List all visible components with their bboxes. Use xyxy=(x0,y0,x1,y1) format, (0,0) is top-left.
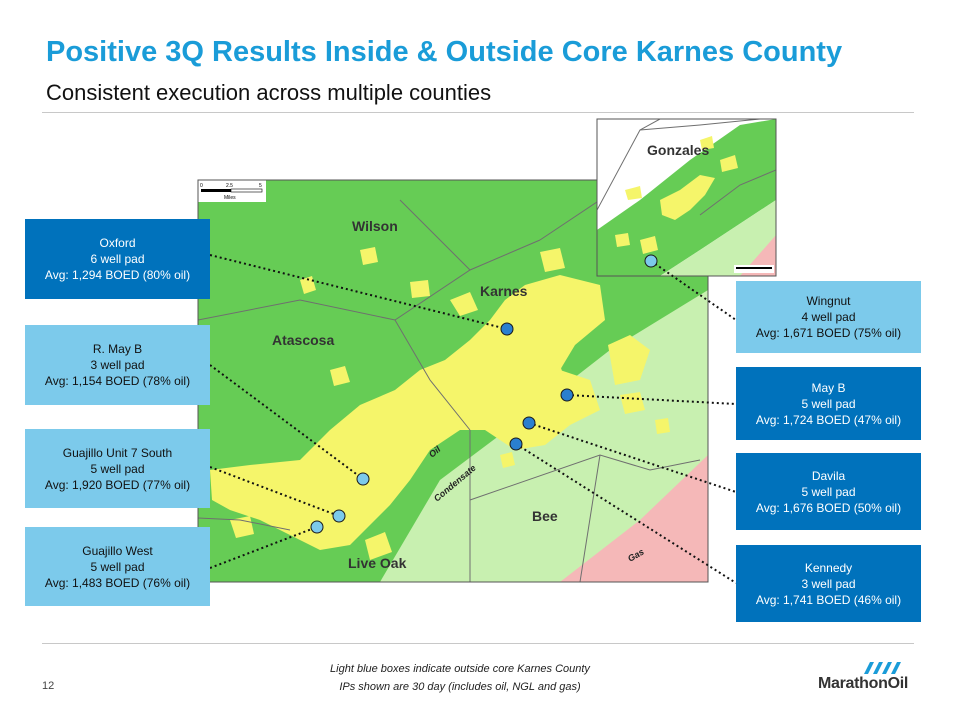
county-label-bee: Bee xyxy=(532,508,558,524)
inset-map-frame xyxy=(596,118,777,277)
callout-wells: 3 well pad xyxy=(801,576,856,591)
footnote-ip: IPs shown are 30 day (includes oil, NGL … xyxy=(339,681,581,693)
callout-name: Oxford xyxy=(99,236,136,250)
callout-name: Guajillo West xyxy=(82,543,153,558)
logo-mark-icon xyxy=(864,662,901,674)
callout-wells: 5 well pad xyxy=(801,396,856,411)
county-label-gonzales: Gonzales xyxy=(647,142,709,158)
marker-davila xyxy=(522,416,536,430)
slide-subtitle: Consistent execution across multiple cou… xyxy=(46,80,492,105)
svg-text:5: 5 xyxy=(259,183,262,189)
callout-kennedy: Kennedy 3 well pad Avg: 1,741 BOED (46% … xyxy=(736,545,921,622)
callout-name: May B xyxy=(811,380,846,395)
callout-guajillo-unit-7-south: Guajillo Unit 7 South 5 well pad Avg: 1,… xyxy=(25,429,210,508)
callout-avg: Avg: 1,676 BOED (50% oil) xyxy=(755,500,902,515)
county-label-karnes: Karnes xyxy=(480,283,528,299)
callout-name: Wingnut xyxy=(806,294,851,308)
callout-name: Guajillo Unit 7 South xyxy=(62,445,173,460)
callout-avg: Avg: 1,154 BOED (78% oil) xyxy=(44,374,191,388)
callout-wells: 6 well pad xyxy=(90,252,145,266)
callout-davila: Davila 5 well pad Avg: 1,676 BOED (50% o… xyxy=(736,453,921,530)
inset-condensate-window xyxy=(660,200,776,276)
svg-text:0: 0 xyxy=(200,183,203,189)
slide-title: Positive 3Q Results Inside & Outside Cor… xyxy=(46,36,843,68)
footnote-light-blue: Light blue boxes indicate outside core K… xyxy=(330,663,590,675)
leader-lines xyxy=(209,254,737,584)
callout-wells: 3 well pad xyxy=(90,358,145,372)
well-markers xyxy=(310,254,658,534)
footer-divider xyxy=(42,643,914,644)
callout-r-may-b: R. May B 3 well pad Avg: 1,154 BOED (78%… xyxy=(25,325,210,405)
county-label-atascosa: Atascosa xyxy=(272,332,334,348)
marker-guajillo-unit-7-south xyxy=(332,509,346,523)
inset-map: Gonzales xyxy=(597,119,776,276)
callout-oxford: Oxford 6 well pad Avg: 1,294 BOED (80% o… xyxy=(25,219,210,299)
inset-scale-bar xyxy=(734,265,774,273)
callout-name: Davila xyxy=(811,468,846,483)
header-divider xyxy=(42,112,914,113)
callout-avg: Avg: 1,741 BOED (46% oil) xyxy=(755,592,902,607)
callout-avg: Avg: 1,920 BOED (77% oil) xyxy=(44,477,191,492)
marker-wingnut xyxy=(644,254,658,268)
callout-wingnut: Wingnut 4 well pad Avg: 1,671 BOED (75% … xyxy=(736,281,921,353)
callout-avg: Avg: 1,483 BOED (76% oil) xyxy=(44,575,191,590)
callout-avg: Avg: 1,671 BOED (75% oil) xyxy=(755,326,902,340)
callout-wells: 5 well pad xyxy=(90,559,145,574)
marker-guajillo-west xyxy=(310,520,324,534)
callout-may-b: May B 5 well pad Avg: 1,724 BOED (47% oi… xyxy=(736,367,921,440)
callout-name: R. May B xyxy=(92,342,143,356)
county-label-live-oak: Live Oak xyxy=(348,555,407,571)
marker-oxford xyxy=(500,322,514,336)
svg-text:2.5: 2.5 xyxy=(226,183,233,189)
callout-wells: 4 well pad xyxy=(801,310,856,324)
county-label-wilson: Wilson xyxy=(352,218,398,234)
callout-avg: Avg: 1,294 BOED (80% oil) xyxy=(44,268,191,282)
scale-bar: 0 2.5 5 Miles xyxy=(198,180,266,202)
svg-text:Miles: Miles xyxy=(224,195,236,201)
marathon-oil-logo: MarathonOil xyxy=(818,662,918,696)
inset-acreage xyxy=(615,136,738,254)
page-number: 12 xyxy=(42,680,55,692)
callout-avg: Avg: 1,724 BOED (47% oil) xyxy=(755,412,902,427)
inset-county-lines xyxy=(597,119,776,216)
gas-window-area xyxy=(560,455,708,582)
callout-wells: 5 well pad xyxy=(90,461,145,476)
callout-guajillo-west: Guajillo West 5 well pad Avg: 1,483 BOED… xyxy=(25,527,210,606)
marker-may-b xyxy=(560,388,574,402)
acreage xyxy=(210,247,670,560)
callout-wells: 5 well pad xyxy=(801,484,856,499)
marker-kennedy xyxy=(509,437,523,451)
logo-wordmark: MarathonOil xyxy=(818,675,909,692)
callout-name: Kennedy xyxy=(804,560,853,575)
marker-r-may-b xyxy=(356,472,370,486)
